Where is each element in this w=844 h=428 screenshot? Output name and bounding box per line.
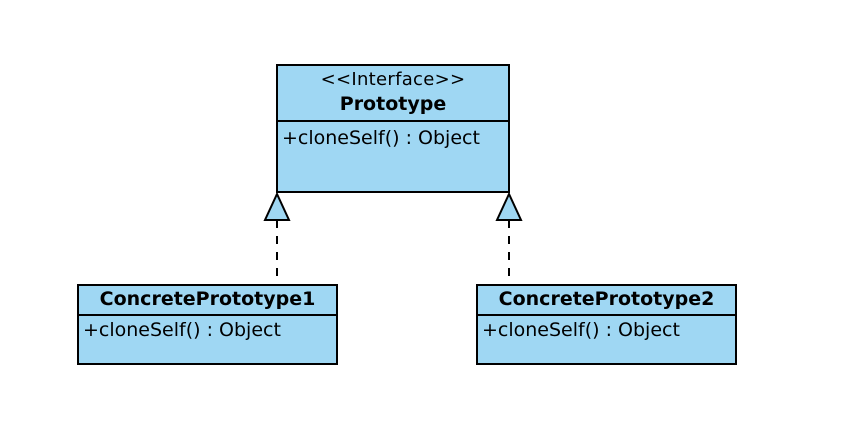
interface-method: +cloneSelf() : Object	[282, 127, 480, 149]
concrete-prototype-1-header: ConcretePrototype1	[79, 286, 336, 316]
concrete-prototype-2-method: +cloneSelf() : Object	[482, 319, 680, 341]
realization-arrowhead-1	[263, 191, 291, 221]
interface-prototype-box[interactable]: <<Interface>> Prototype +cloneSelf() : O…	[276, 64, 510, 193]
concrete-prototype-2-header: ConcretePrototype2	[478, 286, 735, 316]
concrete-prototype-1-methods: +cloneSelf() : Object	[79, 316, 336, 342]
concrete-prototype-2-name: ConcretePrototype2	[498, 288, 715, 310]
concrete-prototype-2-methods: +cloneSelf() : Object	[478, 316, 735, 342]
concrete-prototype-1-method: +cloneSelf() : Object	[83, 319, 281, 341]
concrete-prototype-1-name: ConcretePrototype1	[99, 288, 316, 310]
interface-header: <<Interface>> Prototype	[278, 66, 508, 122]
realization-arrowhead-2	[495, 191, 523, 221]
concrete-prototype-1-box[interactable]: ConcretePrototype1 +cloneSelf() : Object	[77, 284, 338, 365]
interface-name: Prototype	[339, 93, 447, 115]
stereotype-label: <<Interface>>	[320, 69, 466, 90]
interface-methods: +cloneSelf() : Object	[278, 122, 508, 150]
concrete-prototype-2-box[interactable]: ConcretePrototype2 +cloneSelf() : Object	[476, 284, 737, 365]
